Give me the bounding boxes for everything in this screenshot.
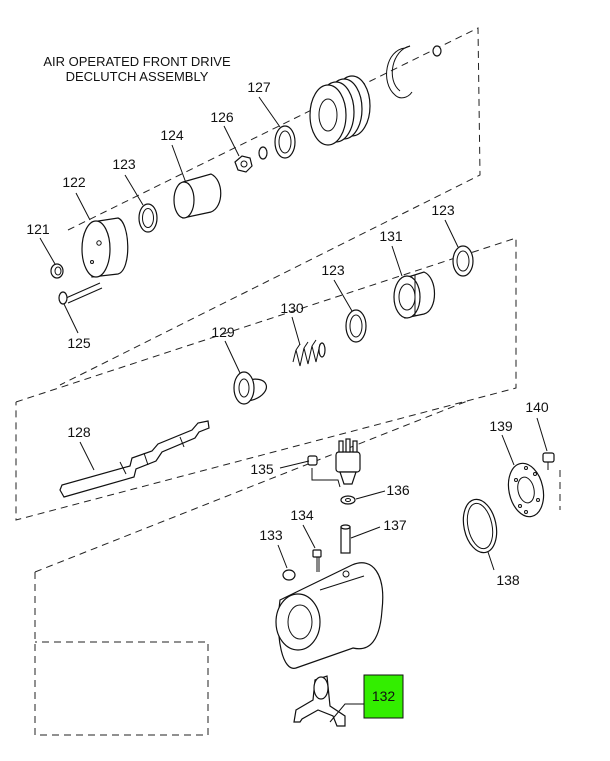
callout-127[interactable]: 127 — [247, 79, 271, 95]
callout-136[interactable]: 136 — [386, 482, 410, 498]
part-125-bolt — [58, 282, 103, 305]
part-123-oring-right — [452, 245, 474, 277]
part-132-shift-fork — [293, 675, 346, 727]
callout-139[interactable]: 139 — [489, 418, 513, 434]
part-139-plate — [507, 462, 545, 518]
part-138-gasket — [462, 498, 498, 554]
part-small-washer — [432, 45, 442, 57]
highlighted-part-box[interactable] — [363, 674, 404, 719]
callout-125[interactable]: 125 — [67, 335, 91, 351]
diagram-title-line2: DECLUTCH ASSEMBLY — [66, 69, 209, 84]
part-123-oring-upper — [138, 203, 158, 233]
callout-126[interactable]: 126 — [210, 109, 234, 125]
callout-labels: 121 122 123 124 125 126 127 123 123 128 … — [26, 79, 549, 704]
part-134-set-screw — [312, 549, 322, 593]
diagram-title-line1: AIR OPERATED FRONT DRIVE — [43, 54, 231, 69]
callout-130[interactable]: 130 — [280, 300, 304, 316]
part-136-valve — [335, 438, 361, 505]
part-snap-ring — [386, 45, 413, 99]
callout-137[interactable]: 137 — [383, 517, 407, 533]
part-127-oring — [274, 125, 296, 159]
callout-123-right[interactable]: 123 — [431, 202, 455, 218]
callout-123-middle[interactable]: 123 — [321, 262, 345, 278]
callout-138[interactable]: 138 — [496, 572, 520, 588]
callout-128[interactable]: 128 — [67, 424, 91, 440]
assembly-boundary-lines — [15, 27, 561, 736]
callout-135[interactable]: 135 — [250, 461, 274, 477]
part-121-plug — [50, 263, 64, 279]
callout-131[interactable]: 131 — [379, 228, 403, 244]
callout-132[interactable]: 132 — [372, 688, 396, 704]
part-140-bolt — [542, 452, 555, 470]
callout-123-upper[interactable]: 123 — [112, 156, 136, 172]
part-126-nut — [234, 146, 268, 173]
part-128-shaft — [59, 420, 210, 498]
callout-133[interactable]: 133 — [259, 527, 283, 543]
leader-lines — [39, 96, 548, 723]
callout-121[interactable]: 121 — [26, 221, 50, 237]
part-133-plug — [282, 569, 296, 581]
callout-134[interactable]: 134 — [290, 507, 314, 523]
callout-140[interactable]: 140 — [525, 399, 549, 415]
part-124-sleeve — [173, 173, 222, 219]
part-131-piston — [393, 271, 436, 319]
part-130-spring — [292, 339, 326, 367]
part-137-pin — [340, 524, 351, 554]
part-122-cylinder-cover — [81, 217, 129, 278]
part-135-screw — [307, 455, 341, 488]
part-housing — [275, 562, 384, 669]
callout-129[interactable]: 129 — [211, 324, 235, 340]
callout-124[interactable]: 124 — [160, 127, 184, 143]
part-129-seal — [233, 371, 268, 405]
callout-122[interactable]: 122 — [62, 174, 86, 190]
part-piston-stack — [309, 75, 371, 146]
part-123-oring-middle — [345, 309, 367, 343]
